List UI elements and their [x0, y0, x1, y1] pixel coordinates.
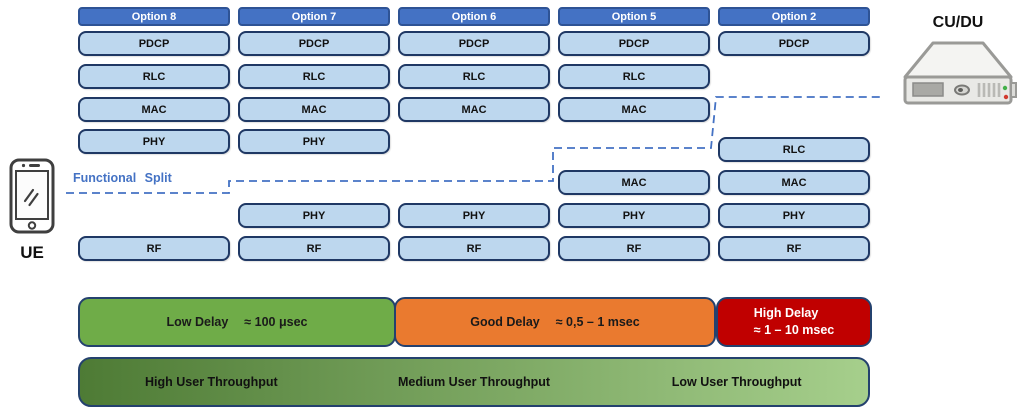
- option-column-4: Option 5 PDCP RLC MAC MAC PHY RF: [558, 0, 710, 270]
- ue-label: UE: [20, 243, 44, 262]
- layer-box-pdcp: PDCP: [398, 31, 550, 56]
- cudu-label: CU/DU: [932, 14, 984, 31]
- layer-box-rlc: RLC: [718, 137, 870, 162]
- option-header: Option 2: [718, 7, 870, 26]
- delay-label: High Delay≈ 1 – 10 msec: [753, 306, 835, 337]
- option-header: Option 5: [558, 7, 710, 26]
- throughput-label: Low User Throughput: [671, 375, 802, 389]
- layer-box-mac: MAC: [558, 170, 710, 195]
- server-icon: [903, 41, 1017, 105]
- throughput-label: High User Throughput: [145, 375, 278, 389]
- layer-box-phy: PHY: [78, 129, 230, 154]
- low-delay-segment: Low Delay ≈ 100 μsec: [78, 297, 396, 347]
- delay-label: Good Delay ≈ 0,5 – 1 msec: [470, 314, 640, 329]
- option-column-2: Option 7 PDCP RLC MAC PHY PHY RF: [238, 0, 390, 270]
- ue-device: UE: [8, 158, 56, 263]
- layer-box-rf: RF: [238, 236, 390, 261]
- layer-box-pdcp: PDCP: [718, 31, 870, 56]
- layer-box-rf: RF: [558, 236, 710, 261]
- option-column-1: Option 8 PDCP RLC MAC PHY RF: [78, 0, 230, 270]
- throughput-bar: High User Throughput Medium User Throughp…: [78, 357, 870, 407]
- layer-box-phy: PHY: [238, 129, 390, 154]
- delay-label: Low Delay ≈ 100 μsec: [166, 314, 308, 329]
- layer-box-rf: RF: [398, 236, 550, 261]
- layer-box-rlc: RLC: [558, 64, 710, 89]
- layer-box-phy: PHY: [718, 203, 870, 228]
- high-delay-segment: High Delay≈ 1 – 10 msec: [716, 297, 872, 347]
- layer-box-phy: PHY: [238, 203, 390, 228]
- layer-box-mac: MAC: [718, 170, 870, 195]
- good-delay-segment: Good Delay ≈ 0,5 – 1 msec: [394, 297, 716, 347]
- layer-box-mac: MAC: [238, 97, 390, 122]
- option-header: Option 8: [78, 7, 230, 26]
- layer-box-pdcp: PDCP: [238, 31, 390, 56]
- cudu-node: CU/DU: [898, 14, 1018, 113]
- layer-box-phy: PHY: [398, 203, 550, 228]
- layer-box-rf: RF: [78, 236, 230, 261]
- option-column-3: Option 6 PDCP RLC MAC PHY RF: [398, 0, 550, 270]
- layer-box-pdcp: PDCP: [78, 31, 230, 56]
- layer-box-phy: PHY: [558, 203, 710, 228]
- layer-box-mac: MAC: [398, 97, 550, 122]
- layer-box-rf: RF: [718, 236, 870, 261]
- functional-split-label: Functional Split: [73, 171, 172, 185]
- option-column-5: Option 2 PDCP RLC MAC PHY RF: [718, 0, 870, 270]
- layer-box-mac: MAC: [558, 97, 710, 122]
- option-header: Option 6: [398, 7, 550, 26]
- throughput-label: Medium User Throughput: [397, 375, 551, 389]
- layer-box-rlc: RLC: [238, 64, 390, 89]
- layer-box-mac: MAC: [78, 97, 230, 122]
- smartphone-icon: [9, 158, 55, 234]
- layer-box-rlc: RLC: [78, 64, 230, 89]
- layer-box-pdcp: PDCP: [558, 31, 710, 56]
- layer-box-rlc: RLC: [398, 64, 550, 89]
- option-header: Option 7: [238, 7, 390, 26]
